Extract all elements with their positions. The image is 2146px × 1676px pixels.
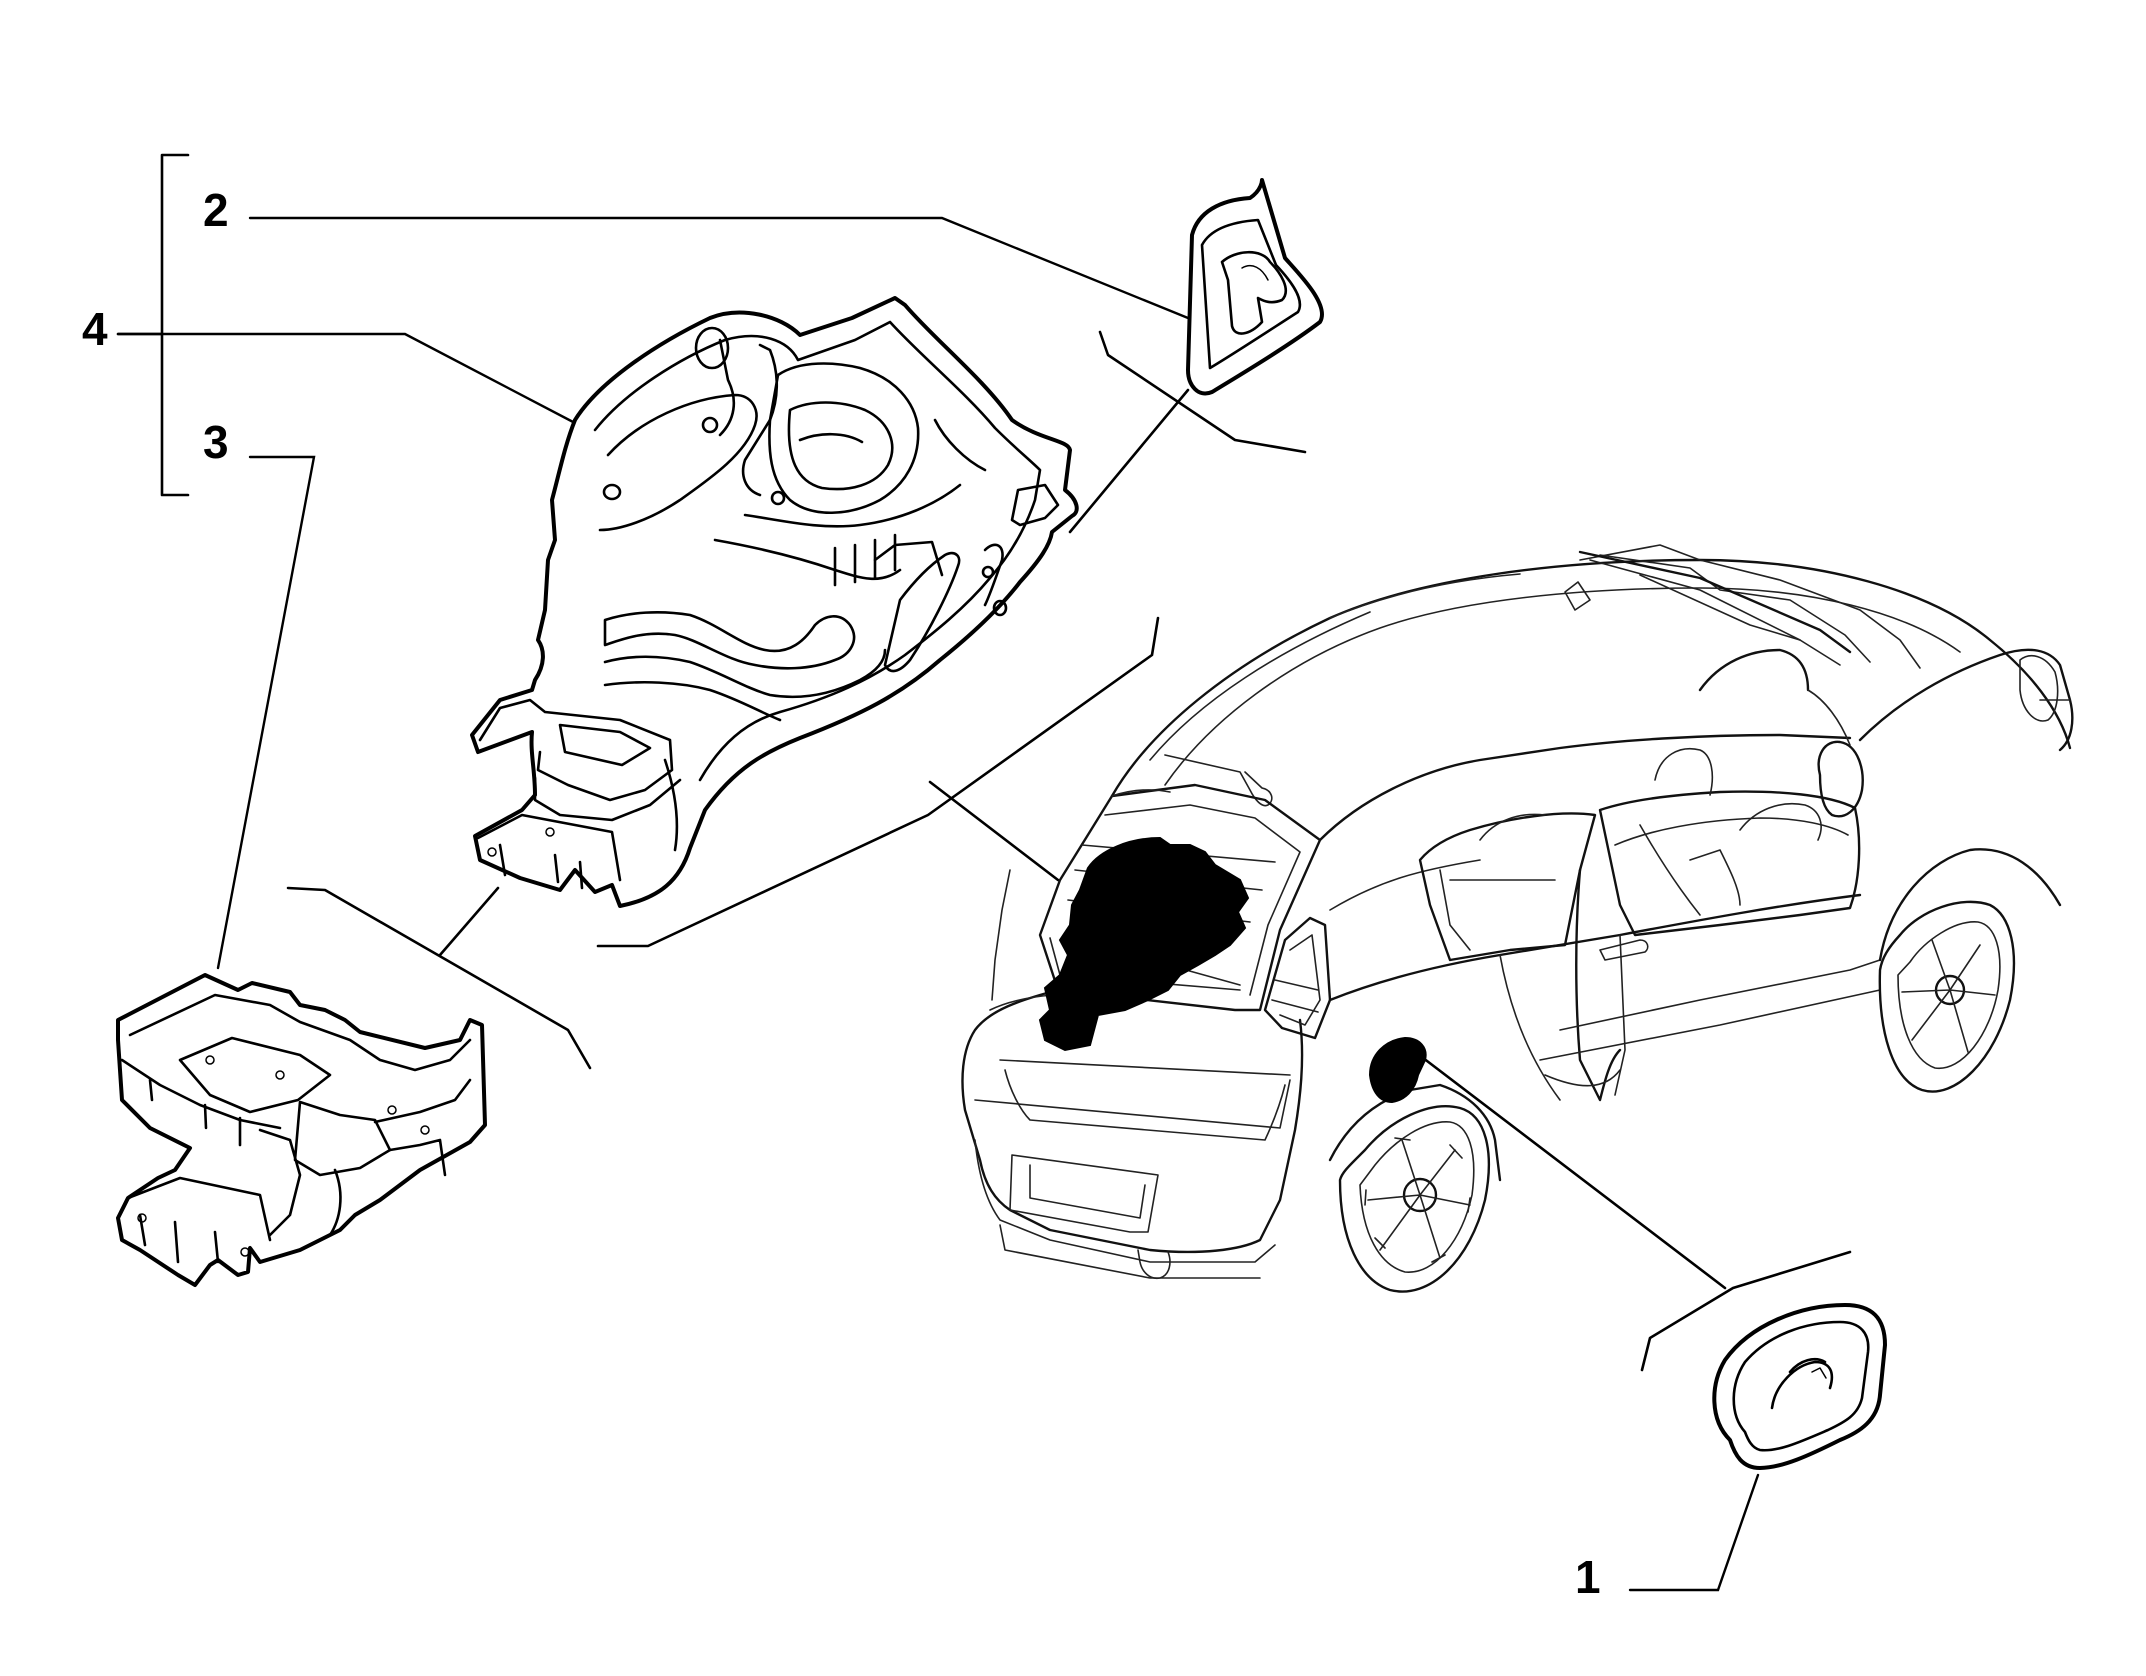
callout-3: 3 <box>203 416 229 468</box>
projection-lines <box>286 330 1852 1372</box>
group-bracket <box>116 153 190 497</box>
callout-4: 4 <box>82 303 108 355</box>
callout-2: 2 <box>203 184 229 236</box>
callout-1: 1 <box>1575 1551 1601 1603</box>
highlight-part-4 <box>1038 836 1250 1052</box>
leader-lines <box>116 216 1760 1592</box>
highlight-part-1 <box>1368 1036 1427 1104</box>
part-2-cover <box>1186 178 1324 396</box>
part-3-bracket <box>116 973 487 1287</box>
part-1-cover <box>1712 1303 1887 1470</box>
part-4-panel <box>470 296 1079 908</box>
car-illustration <box>961 544 2074 1293</box>
